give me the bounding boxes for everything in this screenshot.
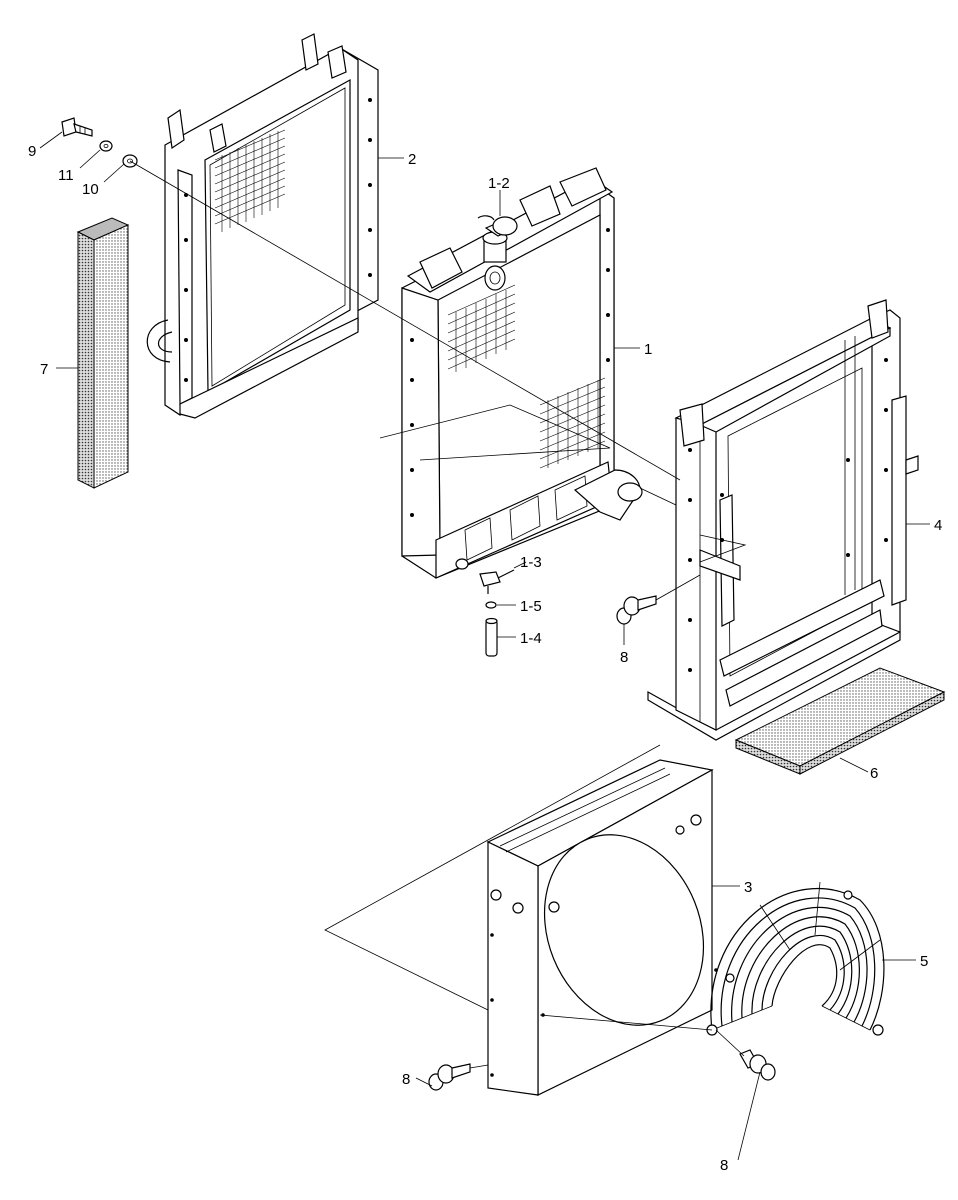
part-7-seal-strip bbox=[76, 217, 130, 489]
part-8-bolt-a bbox=[616, 595, 657, 625]
callout-3: 3 bbox=[744, 879, 752, 896]
callout-8-a: 8 bbox=[620, 649, 628, 666]
callout-labels: 2 1 1-2 1-3 1-5 1-4 4 3 5 6 7 8 8 8 9 11… bbox=[28, 143, 942, 1174]
part-2-frame bbox=[146, 33, 379, 419]
part-5-fan-guard bbox=[706, 881, 885, 1036]
part-3-fan-shroud bbox=[486, 759, 718, 1096]
leader-lines bbox=[39, 131, 930, 1161]
callout-1-2: 1-2 bbox=[488, 175, 510, 192]
part-1-4-hose bbox=[485, 617, 498, 657]
callout-6: 6 bbox=[870, 765, 878, 782]
part-1-5-o-ring bbox=[485, 601, 497, 609]
callout-2: 2 bbox=[408, 151, 416, 168]
callout-4: 4 bbox=[934, 517, 942, 534]
part-8-bolt-b bbox=[428, 1063, 471, 1091]
part-4-support-frame bbox=[647, 299, 919, 741]
callout-10: 10 bbox=[82, 181, 99, 198]
part-9-bolt bbox=[61, 117, 93, 137]
callout-1-4: 1-4 bbox=[520, 630, 542, 647]
part-2-mesh bbox=[214, 129, 286, 232]
part-1-3-drain-cock bbox=[479, 569, 515, 594]
callout-11: 11 bbox=[58, 167, 74, 184]
assembly-lines bbox=[129, 160, 747, 1069]
part-1-radiator bbox=[401, 167, 643, 579]
callout-5: 5 bbox=[920, 953, 928, 970]
callout-9: 9 bbox=[28, 143, 36, 160]
callout-1: 1 bbox=[644, 341, 652, 358]
part-1-mesh bbox=[447, 284, 606, 469]
callout-1-5: 1-5 bbox=[520, 598, 542, 615]
callout-7: 7 bbox=[40, 361, 48, 378]
callout-8-b: 8 bbox=[402, 1071, 410, 1088]
callout-8-c: 8 bbox=[720, 1157, 728, 1174]
part-11-washer bbox=[99, 140, 113, 152]
part-6-foam-pad bbox=[734, 667, 946, 775]
callout-1-3: 1-3 bbox=[520, 554, 542, 571]
part-8-bolt-c bbox=[739, 1049, 776, 1081]
